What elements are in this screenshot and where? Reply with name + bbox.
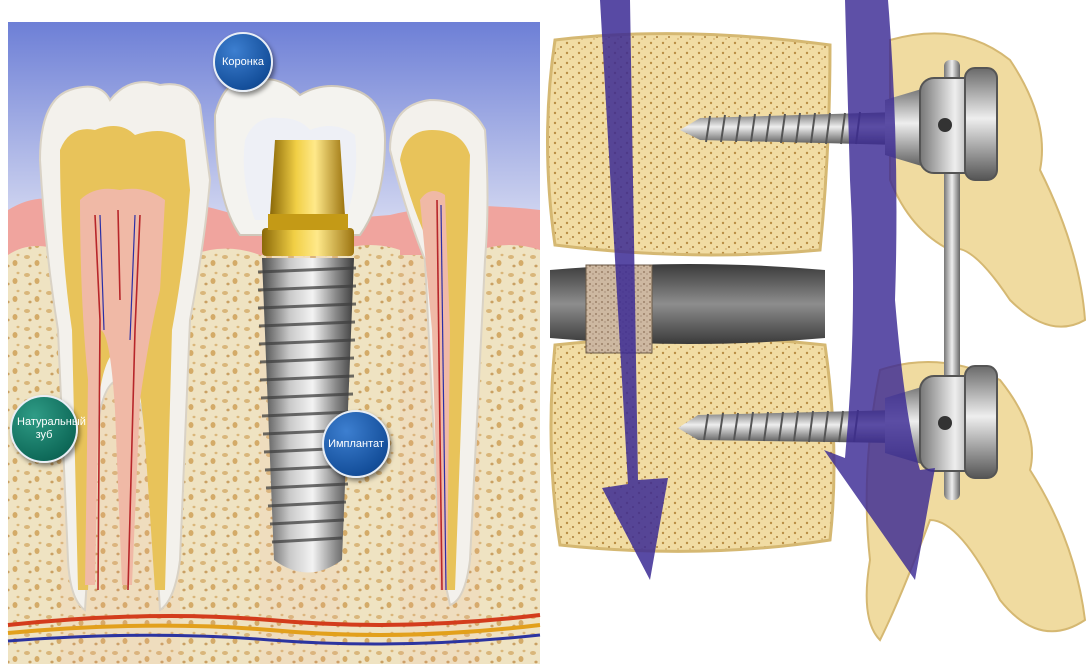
natural-tooth-label: Натуральный зуб xyxy=(10,395,78,463)
vertebra-upper xyxy=(548,34,831,255)
natural-tooth-label-text: Натуральный зуб xyxy=(17,416,71,442)
implant-label-text: Имплантат xyxy=(328,438,384,451)
crown-label-text: Коронка xyxy=(222,56,264,69)
abutment xyxy=(262,140,354,256)
vertebra-lower xyxy=(551,338,834,552)
spinal-fixation-diagram xyxy=(545,0,1089,664)
dental-implant-diagram xyxy=(0,0,545,664)
implant-label: Имплантат xyxy=(322,410,390,478)
crown-label: Коронка xyxy=(213,32,273,92)
disc-implant xyxy=(550,264,825,353)
